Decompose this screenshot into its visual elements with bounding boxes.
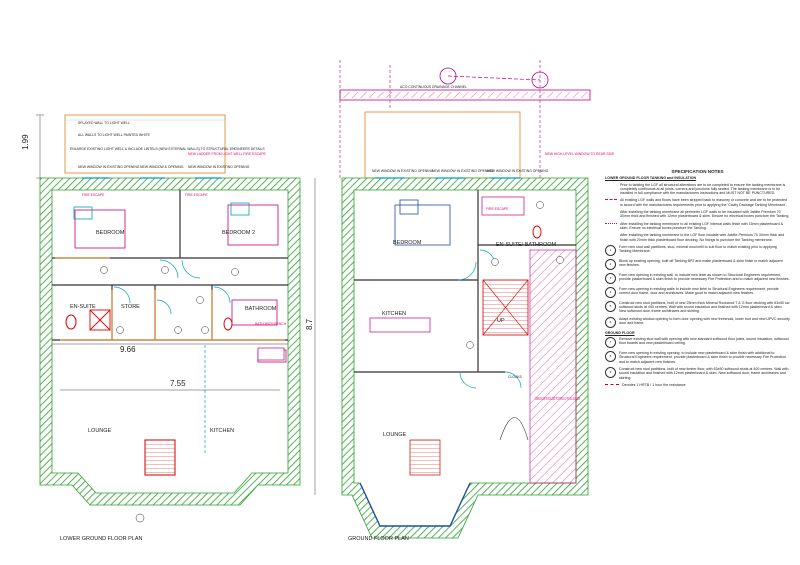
g-note-communal: COMMUNAL ENTRANCE LOBBY TO STAIRS & UP T… xyxy=(535,396,580,401)
spec-item-text: Construct new stud partitions, built of … xyxy=(619,300,790,314)
spec-legend-text: Denotes 1 HRTB / 1 hour fire resistance xyxy=(622,382,686,387)
ground-plan xyxy=(314,60,591,539)
room-store-lower: STORE xyxy=(121,304,140,310)
note-win2: NEW WINDOW & OPENING xyxy=(140,165,184,169)
note-fire-escape-1: FIRE ESCAPE xyxy=(82,193,105,197)
room-lounge-lower: LOUNGE xyxy=(88,428,112,434)
room-bedroom-lower: BEDROOM xyxy=(96,230,125,236)
room-bathroom-lower: BATHROOM xyxy=(245,306,277,312)
blank-key xyxy=(605,184,617,190)
spec-number-marker: 2 xyxy=(605,258,616,270)
spec-item-text: Block up existing opening, built off Tan… xyxy=(619,258,783,268)
spec-number-marker: 7 xyxy=(605,337,616,349)
lower-outer-wall xyxy=(39,177,301,506)
spec-item-text: Prior to tanking the LGF all structural … xyxy=(620,182,786,196)
note-walls: ALL WALLS TO LIGHT WELL PAINTED WHITE xyxy=(78,133,151,137)
spec-item-text: Adapt existing window opening to form do… xyxy=(619,316,790,326)
spec-item: After installing the tanking membrane to… xyxy=(605,233,790,242)
spec-legend: Denotes 1 HRTB / 1 hour fire resistance xyxy=(605,383,790,387)
room-lounge-ground: LOUNGE xyxy=(383,432,407,438)
spec-subheading: LOWER GROUND FLOOR TANKING and INSULATIO… xyxy=(605,176,697,181)
spec-item: Prior to tanking the LGF all structural … xyxy=(605,183,790,196)
spec-number-marker: 6 xyxy=(605,316,616,328)
spec-item-text: Form new opening in existing walls to in… xyxy=(619,286,779,296)
spec-item-text: After installing the tanking membrane to… xyxy=(620,221,783,230)
blank-key xyxy=(605,211,617,217)
spec-item-text: All existing LGF walls and floors have b… xyxy=(620,198,788,207)
room-ensuite-ground: EN-SUITE/ BATHROOM xyxy=(496,242,557,248)
g-note-win2: NEW WINDOW IN EXISTING OPENING xyxy=(432,169,494,173)
room-kitchen-ground: KITCHEN xyxy=(382,311,406,317)
spec-number-marker: 3 xyxy=(605,272,616,284)
spec-number-marker: 8 xyxy=(605,351,616,363)
g-note-channel: ACO CONTINUOUS DRAINAGE CHANNEL xyxy=(400,85,467,89)
spec-heading: SPECIFICATION NOTES xyxy=(671,169,724,174)
spec-number-marker: 5 xyxy=(605,300,616,312)
pink-dot-key-icon xyxy=(605,222,617,230)
pink-dash-key-icon xyxy=(605,199,617,206)
lower-ground-plan xyxy=(36,114,301,523)
note-ladder: NEW LADDER FROM LIGHT WELL FIRE ESCAPE xyxy=(188,152,267,156)
spec-item-text: After installing the tanking membrane to… xyxy=(620,233,785,242)
spec-item-text: Form new stud wall partitions, stud, min… xyxy=(619,244,777,254)
g-note-win3: NEW WINDOW IN EXISTING OPENING xyxy=(487,169,549,173)
spec-number-marker: 4 xyxy=(605,286,616,298)
spec-item-text: After installing the tanking membrane al… xyxy=(620,210,790,219)
spec-item-text: Remove existing stud wall with opening w… xyxy=(619,337,789,346)
spec-number-marker: 1 xyxy=(605,244,616,256)
spec-item-text: Form new opening in existing wall, to in… xyxy=(619,272,790,282)
spec-item-text: Construct new stud partitions, built of … xyxy=(619,366,789,380)
dim-width-lower: 9.66 xyxy=(120,345,136,354)
blank-key xyxy=(605,234,617,240)
g-note-high: NEW HIGH LEVEL WINDOW TO REAR SIDE xyxy=(545,152,615,156)
spec-subheading-ground: GROUND FLOOR xyxy=(605,330,635,335)
spec-items: Prior to tanking the LGF all structural … xyxy=(605,183,790,380)
note-splayed: SPLAYED WALL TO LIGHT WELL xyxy=(78,121,130,125)
room-bedroom2-lower: BEDROOM 2 xyxy=(222,230,255,236)
spec-item: After installing the tanking membrane to… xyxy=(605,222,790,231)
title-ground-plan: GROUND FLOOR PLAN xyxy=(348,536,409,542)
specification-notes: SPECIFICATION NOTES LOWER GROUND FLOOR T… xyxy=(605,169,790,387)
g-note-cloak: CLOAKS xyxy=(508,375,522,379)
spec-item-text: Form new opening in existing opening, to… xyxy=(619,351,787,364)
room-kitchen-lower: KITCHEN xyxy=(210,428,234,434)
note-win3: NEW WINDOW IN EXISTING OPENING xyxy=(188,165,250,169)
dim-height-left: 1.99 xyxy=(21,134,30,150)
dim-inner-lower: 7.55 xyxy=(170,379,186,388)
g-note-fire-escape: FIRE ESCAPE xyxy=(486,207,509,211)
title-lower-plan: LOWER GROUND FLOOR PLAN xyxy=(60,536,143,542)
fire-legend-line-icon xyxy=(605,384,619,386)
spec-item: All existing LGF walls and floors have b… xyxy=(605,198,790,207)
spec-item: After installing the tanking membrane al… xyxy=(605,210,790,219)
room-ensuite-lower: EN-SUITE xyxy=(70,304,96,310)
g-note-win1: NEW WINDOW IN EXISTING OPENING xyxy=(372,169,434,173)
room-up-ground: UP xyxy=(497,318,505,324)
dim-height-ground: 8.7 xyxy=(305,318,314,330)
note-enlarge: ENLARGE EXISTING LIGHT WELL & INCLUDE LI… xyxy=(70,147,265,151)
spec-number-marker: 9 xyxy=(605,366,616,378)
note-win1: NEW WINDOW IN EXISTING OPENING xyxy=(78,165,140,169)
room-bedroom-ground: BEDROOM xyxy=(393,240,422,246)
note-bath-bench: BATH WITH BENCH xyxy=(255,322,287,326)
note-fire-escape-2: FIRE ESCAPE xyxy=(185,193,208,197)
